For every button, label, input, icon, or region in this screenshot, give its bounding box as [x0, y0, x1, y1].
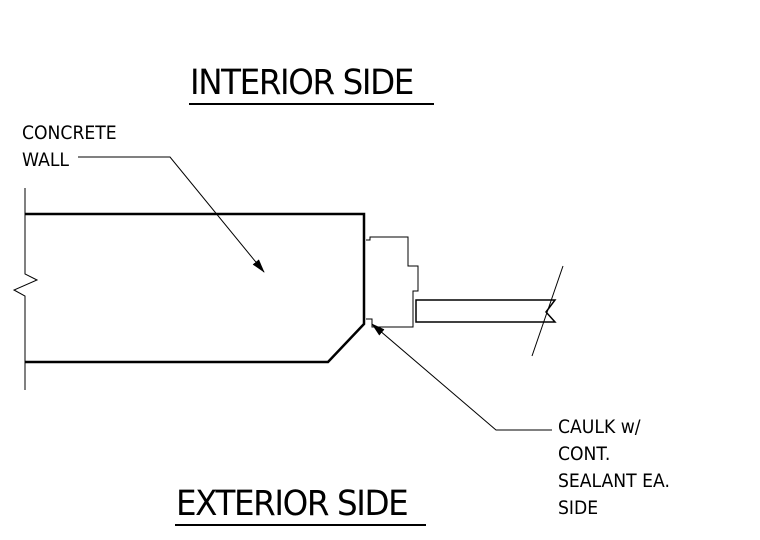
caulk-note-line-4: SIDE — [558, 498, 599, 519]
interior-side-title: INTERIOR SIDE — [190, 63, 414, 103]
concrete-wall-note-line-2: WALL — [22, 150, 70, 171]
caulk-note: CAULK w/ CONT. SEALANT EA. SIDE — [558, 414, 670, 522]
exterior-side-title: EXTERIOR SIDE — [176, 484, 409, 524]
caulk-note-line-1: CAULK w/ — [558, 417, 641, 438]
caulk-sealant-profile — [366, 236, 419, 328]
panel-break-line — [531, 265, 564, 357]
panel-element — [415, 299, 557, 323]
concrete-wall-outline — [25, 212, 366, 364]
caulk-note-line-3: SEALANT EA. — [558, 471, 670, 492]
wall-break-line — [12, 188, 39, 390]
concrete-wall-note-line-1: CONCRETE — [22, 123, 117, 144]
concrete-wall-leader — [78, 156, 265, 273]
concrete-wall-note: CONCRETE WALL — [22, 120, 117, 174]
caulk-leader — [371, 323, 552, 431]
caulk-note-line-2: CONT. — [558, 444, 611, 465]
